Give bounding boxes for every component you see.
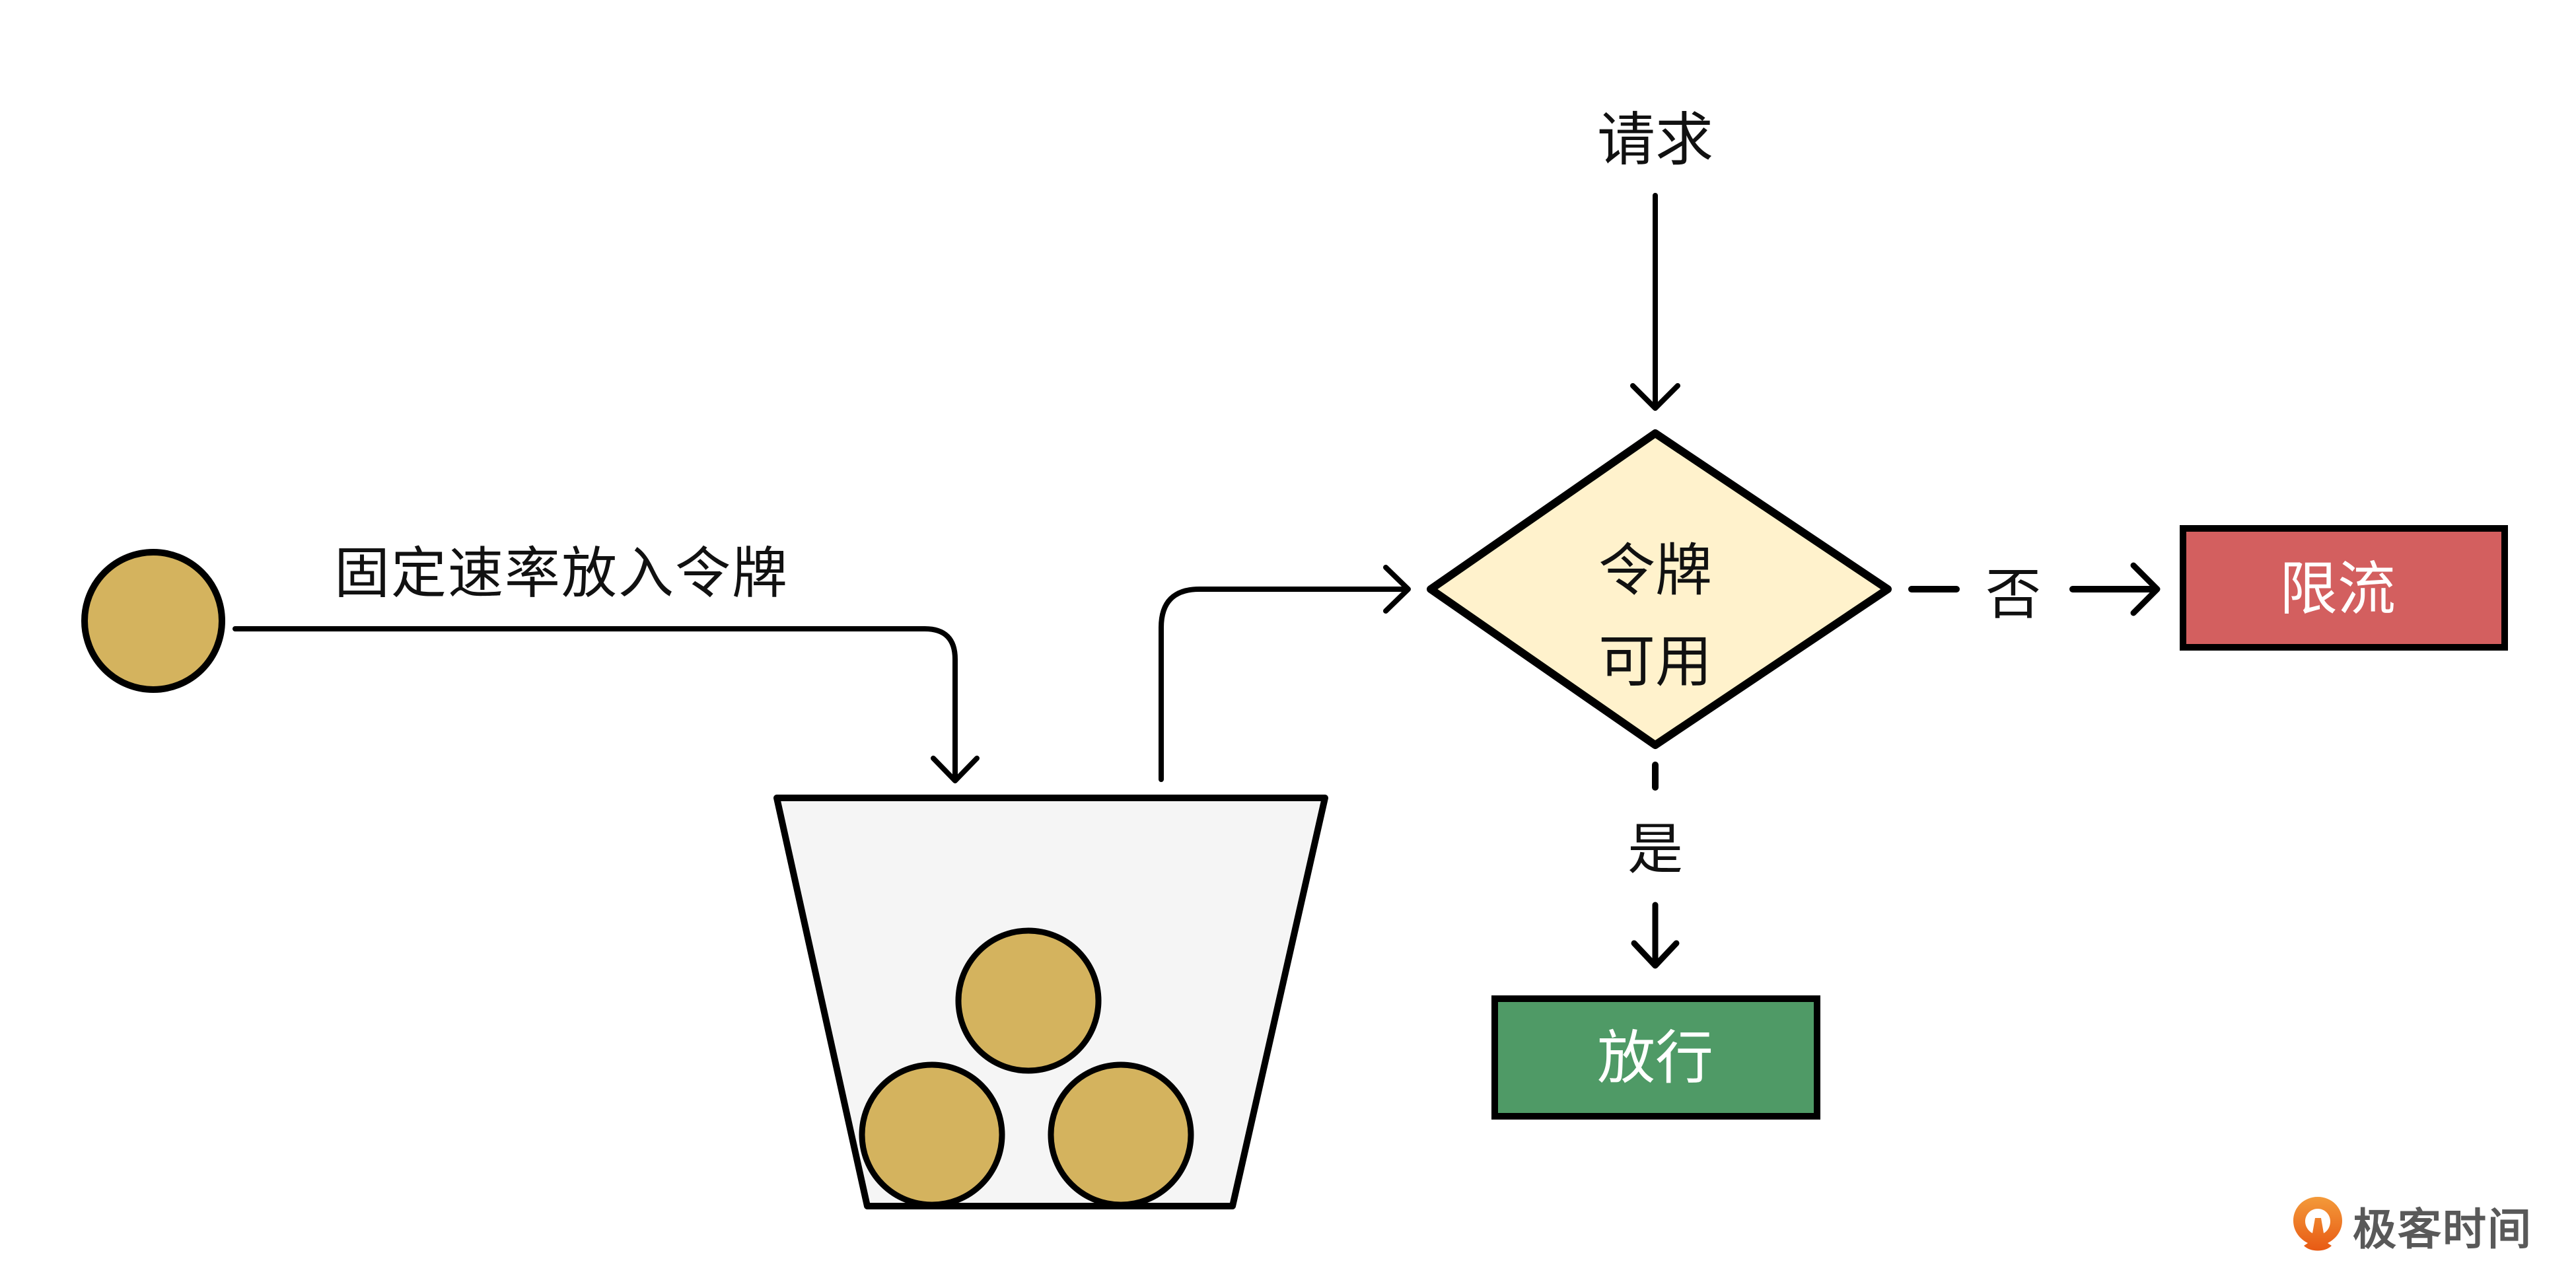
arrow-head-request [1630, 383, 1680, 411]
branch-yes-label: 是 [1627, 817, 1684, 882]
decision-label: 令牌 可用 [1598, 525, 1712, 707]
bucket-token [955, 927, 1102, 1074]
allow-box-label: 放行 [1596, 1024, 1714, 1092]
brand-logo: 极客时间 [2292, 1194, 2532, 1258]
source-label: 固定速率放入令牌 [334, 541, 789, 606]
decision-diamond [1427, 429, 1892, 749]
geektime-logo-icon [2293, 1197, 2342, 1251]
request-label: 请求 [1596, 106, 1714, 174]
source-token [81, 549, 225, 693]
arrow-head-no [2130, 562, 2161, 616]
reject-box [2180, 525, 2508, 651]
connector-bucket-to-decision [1159, 587, 1408, 782]
reject-box-label: 限流 [2279, 555, 2396, 623]
brand-name: 极客时间 [2353, 1204, 2532, 1255]
arrow-head-yes [1631, 940, 1680, 969]
branch-no-label: 否 [1985, 562, 2042, 627]
connector-refill [233, 626, 958, 781]
bucket-token [859, 1061, 1005, 1208]
decision-label-line2: 可用 [1598, 629, 1712, 695]
bucket-token [1048, 1061, 1194, 1208]
decision-label-line1: 令牌 [1598, 538, 1712, 604]
arrow-head-to-decision [1383, 565, 1411, 614]
arrow-head-refill [931, 756, 980, 783]
allow-box [1491, 995, 1820, 1120]
